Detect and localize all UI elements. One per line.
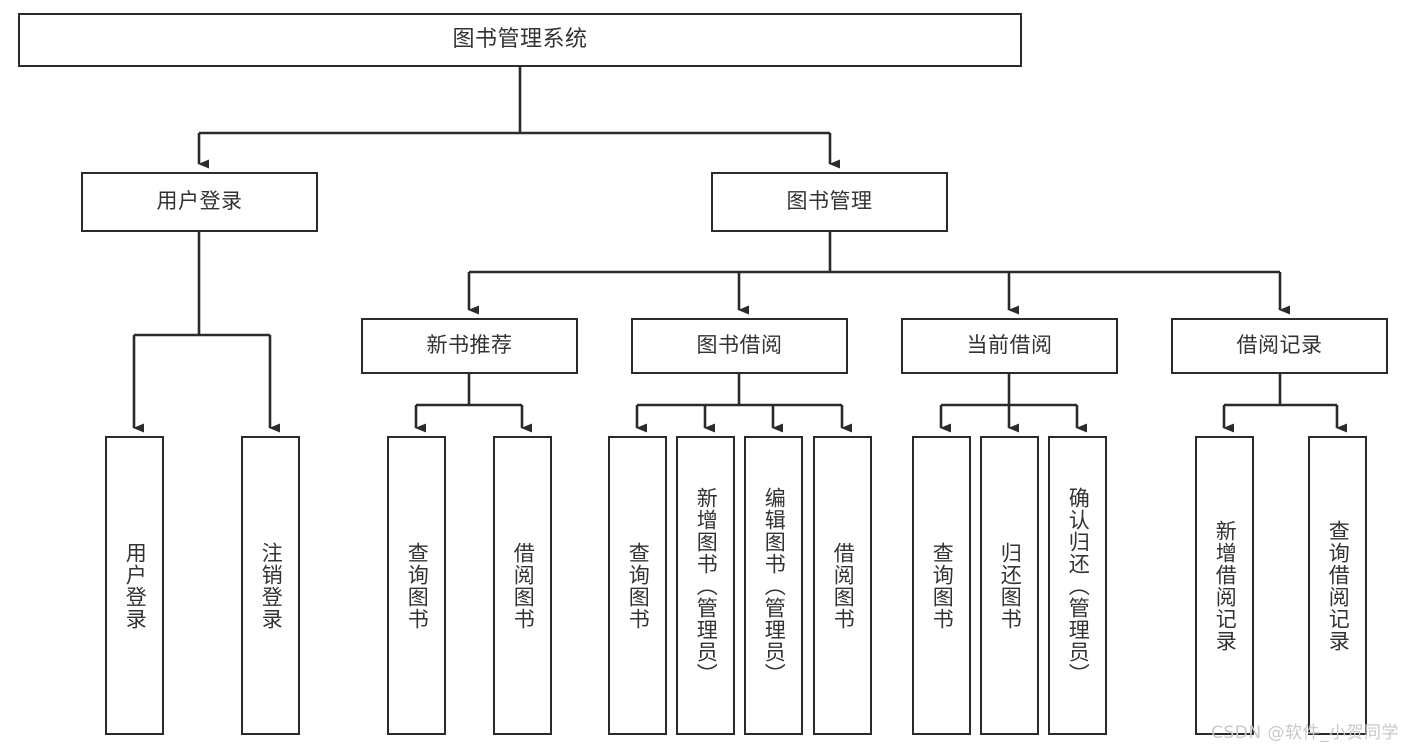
node-label: 新增图书（管理员） bbox=[694, 486, 719, 685]
node-label: 借阅记录 bbox=[1236, 333, 1323, 358]
node-new-book-recommend[interactable]: 新书推荐 bbox=[361, 318, 578, 374]
node-leaf-recommend-borrow-book[interactable]: 借阅图书 bbox=[493, 436, 552, 735]
node-leaf-current-query-book[interactable]: 查询图书 bbox=[912, 436, 971, 735]
node-label: 新增借阅记录 bbox=[1213, 519, 1238, 652]
node-label: 用户登录 bbox=[123, 541, 148, 630]
node-root-book-management-system[interactable]: 图书管理系统 bbox=[18, 13, 1022, 67]
watermark: CSDN @软件_小贺同学 bbox=[1211, 723, 1399, 743]
node-leaf-borrow-add-book-admin[interactable]: 新增图书（管理员） bbox=[676, 436, 735, 735]
node-user-login[interactable]: 用户登录 bbox=[81, 172, 318, 232]
node-label: 借阅图书 bbox=[511, 541, 536, 630]
node-leaf-recommend-query-book[interactable]: 查询图书 bbox=[387, 436, 446, 735]
node-borrow-record[interactable]: 借阅记录 bbox=[1171, 318, 1388, 374]
node-label: 图书管理 bbox=[786, 189, 873, 214]
node-label: 查询图书 bbox=[405, 541, 430, 630]
node-label: 图书管理系统 bbox=[452, 26, 588, 52]
node-label: 注销登录 bbox=[259, 541, 284, 630]
node-label: 查询图书 bbox=[626, 541, 651, 630]
node-leaf-user-login-logout[interactable]: 注销登录 bbox=[241, 436, 300, 735]
node-label: 用户登录 bbox=[156, 189, 243, 214]
node-label: 当前借阅 bbox=[966, 333, 1053, 358]
node-current-borrow[interactable]: 当前借阅 bbox=[901, 318, 1118, 374]
node-leaf-record-add-record[interactable]: 新增借阅记录 bbox=[1195, 436, 1254, 735]
node-book-borrow[interactable]: 图书借阅 bbox=[631, 318, 848, 374]
node-book-management[interactable]: 图书管理 bbox=[711, 172, 948, 232]
node-leaf-current-return-book[interactable]: 归还图书 bbox=[980, 436, 1039, 735]
node-label: 图书借阅 bbox=[696, 333, 783, 358]
node-label: 新书推荐 bbox=[426, 333, 513, 358]
node-leaf-borrow-borrow-book[interactable]: 借阅图书 bbox=[813, 436, 872, 735]
node-label: 借阅图书 bbox=[831, 541, 856, 630]
node-leaf-record-query-record[interactable]: 查询借阅记录 bbox=[1308, 436, 1367, 735]
node-leaf-borrow-query-book[interactable]: 查询图书 bbox=[608, 436, 667, 735]
node-label: 编辑图书（管理员） bbox=[762, 486, 787, 685]
node-label: 确认归还（管理员） bbox=[1066, 486, 1091, 685]
node-label: 归还图书 bbox=[998, 541, 1023, 630]
node-leaf-current-confirm-return-admin[interactable]: 确认归还（管理员） bbox=[1048, 436, 1107, 735]
node-leaf-user-login-login[interactable]: 用户登录 bbox=[105, 436, 164, 735]
node-leaf-borrow-edit-book-admin[interactable]: 编辑图书（管理员） bbox=[744, 436, 803, 735]
node-label: 查询图书 bbox=[930, 541, 955, 630]
node-label: 查询借阅记录 bbox=[1326, 519, 1351, 652]
